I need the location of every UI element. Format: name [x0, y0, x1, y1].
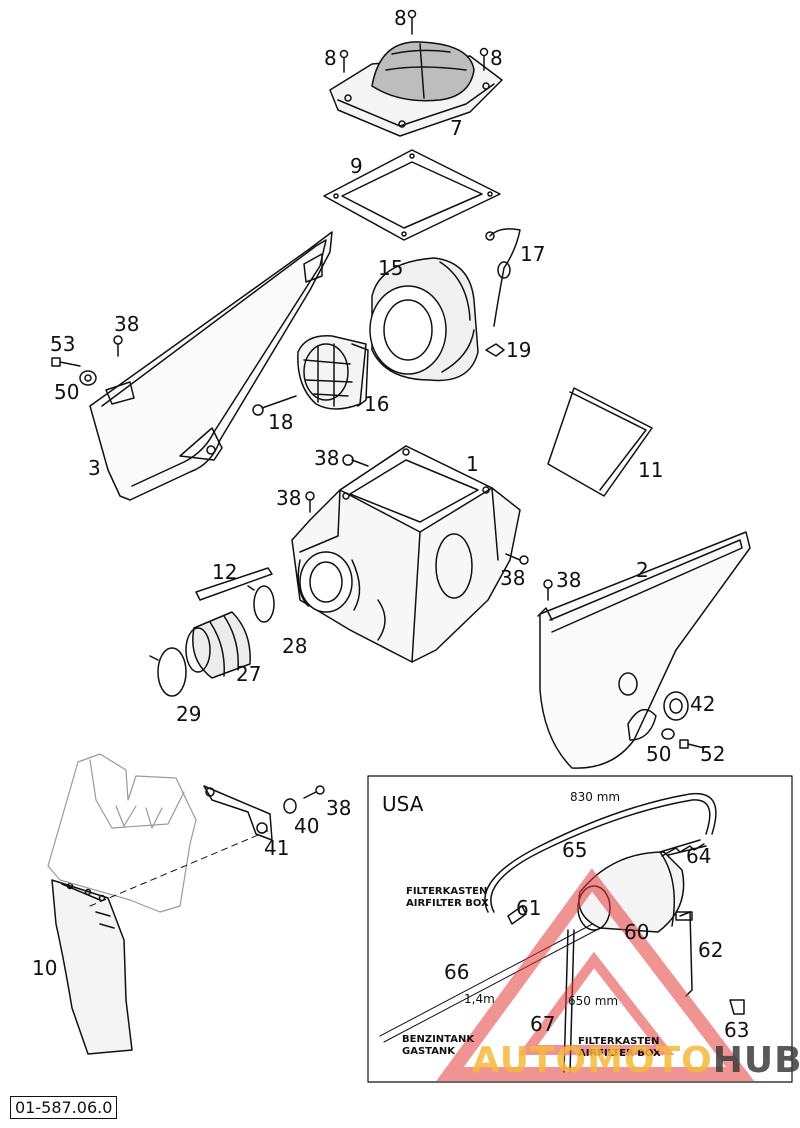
dimension-1-4m: 1,4m: [464, 992, 495, 1006]
airbox-part-1: [291, 445, 521, 663]
washer-part-40: [283, 798, 297, 814]
callout-66: 66: [444, 960, 470, 984]
intake-boot-part-27: [185, 611, 251, 679]
usa-valve-part-61: [507, 905, 527, 925]
callout-50-b: 50: [646, 742, 672, 766]
washer-part-50-b: [661, 728, 675, 740]
bolt-part-38-c: [305, 491, 315, 513]
bolt-part-38-e: [543, 579, 553, 601]
label-gas-tank: BENZINTANK GASTANK: [402, 1034, 475, 1057]
callout-8-right: 8: [490, 46, 503, 70]
callout-8-top: 8: [394, 6, 407, 30]
callout-42: 42: [690, 692, 716, 716]
callout-12: 12: [212, 560, 238, 584]
usa-box-title: USA: [382, 792, 424, 816]
callout-18: 18: [268, 410, 294, 434]
callout-61: 61: [516, 896, 542, 920]
document-code: 01-587.06.0: [10, 1096, 118, 1119]
usa-clip-part-63: [729, 999, 745, 1015]
callout-2: 2: [636, 558, 649, 582]
callout-16: 16: [364, 392, 390, 416]
callout-38-b: 38: [314, 446, 340, 470]
callout-29: 29: [176, 702, 202, 726]
filter-cover-part-7: [329, 41, 503, 137]
usa-detail-box: [367, 775, 793, 1083]
rear-fender-outline: [47, 753, 197, 913]
hose-part-12: [195, 567, 273, 601]
callout-8-left: 8: [324, 46, 337, 70]
callout-28: 28: [282, 634, 308, 658]
side-cover-right-part-2: [537, 531, 751, 769]
dimension-830mm: 830 mm: [570, 790, 621, 804]
callout-41: 41: [264, 836, 290, 860]
filter-cage-part-16: [297, 335, 369, 410]
callout-40: 40: [294, 814, 320, 838]
gasket-part-9: [323, 149, 501, 241]
label-airfilter-box-1: FILTERKASTEN AIRFILTER BOX: [406, 886, 489, 909]
callout-53: 53: [50, 332, 76, 356]
bracket-part-41: [203, 785, 273, 841]
callout-64: 64: [686, 844, 712, 868]
label-airfilter-box-2: FILTERKASTEN AIRFILTER BOX: [578, 1036, 661, 1059]
callout-38-f: 38: [326, 796, 352, 820]
callout-65: 65: [562, 838, 588, 862]
callout-38-d: 38: [500, 566, 526, 590]
grommet-part-42: [663, 691, 689, 721]
callout-60: 60: [624, 920, 650, 944]
bolt-part-53: [51, 357, 81, 367]
callout-17: 17: [520, 242, 546, 266]
dashed-assembly-line: [89, 829, 271, 907]
callout-38-c: 38: [276, 486, 302, 510]
callout-62: 62: [698, 938, 724, 962]
mud-guard-part-10: [51, 879, 133, 1055]
callout-27: 27: [236, 662, 262, 686]
clamp-part-29: [149, 647, 187, 697]
callout-1: 1: [466, 452, 479, 476]
washer-part-50-a: [79, 370, 97, 386]
watermark-logo-icon: [436, 868, 755, 1081]
bolt-part-38-f: [303, 785, 325, 799]
watermark-text: AUTOMOTOHUB: [472, 1040, 800, 1081]
dimension-650mm: 650 mm: [568, 994, 619, 1008]
bolt-part-38-a: [113, 335, 123, 357]
callout-10: 10: [32, 956, 58, 980]
callout-15: 15: [378, 256, 404, 280]
filter-pad-part-11: [547, 387, 653, 497]
clamp-part-28: [247, 585, 275, 623]
callout-3: 3: [88, 456, 101, 480]
usa-bracket-part-62: [675, 911, 693, 997]
callout-50-a: 50: [54, 380, 80, 404]
usa-spring-part-64: [661, 843, 705, 857]
callout-38-a: 38: [114, 312, 140, 336]
callout-38-e: 38: [556, 568, 582, 592]
callout-11: 11: [638, 458, 664, 482]
callout-63: 63: [724, 1018, 750, 1042]
bolt-part-38-b: [342, 454, 369, 467]
callout-52: 52: [700, 742, 726, 766]
air-filter-element-part-15: [369, 257, 479, 382]
bolt-part-38-d: [505, 553, 529, 565]
screw-icon-8: [339, 9, 489, 73]
side-cover-left-part-3: [89, 231, 333, 501]
callout-9: 9: [350, 154, 363, 178]
screw-part-18: [252, 395, 297, 416]
usa-vent-hoses: [379, 792, 717, 1043]
callout-19: 19: [506, 338, 532, 362]
bolt-part-52: [679, 739, 705, 749]
clip-part-19: [485, 343, 505, 357]
callout-7: 7: [450, 116, 463, 140]
callout-67: 67: [530, 1012, 556, 1036]
cable-part-17: [485, 228, 521, 327]
